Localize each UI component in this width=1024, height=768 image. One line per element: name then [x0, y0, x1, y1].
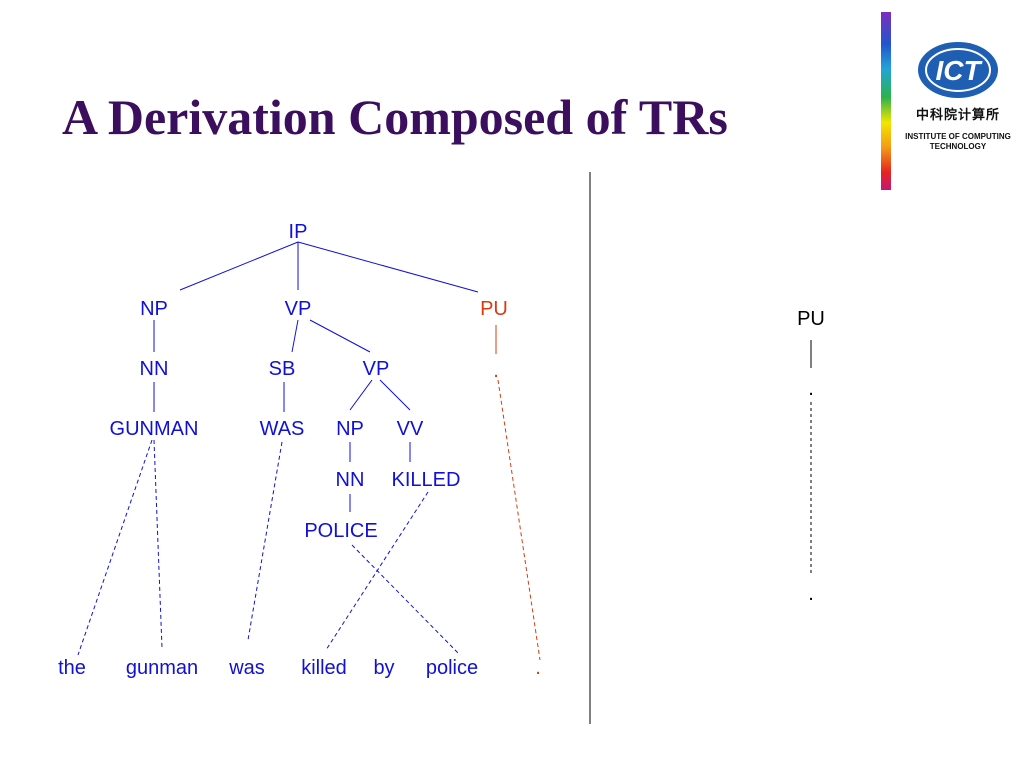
- node-np: NP: [140, 298, 168, 320]
- link-pu-period: [497, 379, 541, 661]
- node-police: POLICE: [304, 520, 377, 542]
- token-was: was: [228, 657, 265, 679]
- node-vp: VP: [285, 298, 312, 320]
- token-the: the: [58, 657, 86, 679]
- alignment-links: [77, 439, 461, 656]
- edge-vp-vv: [379, 379, 411, 411]
- token-period: .: [535, 657, 541, 679]
- pu-rule: PU . .: [797, 308, 825, 605]
- node-ip: IP: [289, 221, 308, 243]
- rainbow-divider-bar: [881, 12, 891, 190]
- logo-english-line1: INSTITUTE OF COMPUTING: [905, 132, 1011, 141]
- rule-leaf-top: .: [808, 378, 814, 400]
- rule-pu: PU: [797, 308, 825, 330]
- edge-ip-pu: [297, 241, 479, 293]
- node-pu: PU: [480, 298, 508, 320]
- link-gunman-gunman: [153, 439, 163, 649]
- token-by: by: [373, 657, 394, 679]
- node-vv: VV: [397, 418, 424, 440]
- node-gunman: GUNMAN: [110, 418, 199, 440]
- tree-edges: [153, 241, 479, 512]
- node-killed: KILLED: [392, 469, 461, 491]
- link-gunman-the: [77, 439, 153, 656]
- edge-vp-vp: [309, 319, 371, 353]
- logo-english-name: INSTITUTE OF COMPUTING TECHNOLOGY: [896, 132, 1020, 152]
- edge-ip-np: [179, 241, 299, 291]
- logo-abbrev: ICT: [935, 55, 983, 86]
- ict-logo: ICT 中科院计算所 INSTITUTE OF COMPUTING TECHNO…: [896, 36, 1020, 156]
- node-np-inner: NP: [336, 418, 364, 440]
- node-nn: NN: [140, 358, 169, 380]
- link-police-police: [351, 544, 461, 656]
- node-nn-inner: NN: [336, 469, 365, 491]
- node-pu-leaf: .: [493, 360, 499, 382]
- node-was: WAS: [260, 418, 305, 440]
- token-gunman: gunman: [126, 657, 198, 679]
- sentence: the gunman was killed by police .: [58, 657, 541, 679]
- logo-chinese-name: 中科院计算所: [915, 108, 1000, 123]
- token-police: police: [426, 657, 478, 679]
- rule-leaf-bottom: .: [808, 583, 814, 605]
- slide-title: A Derivation Composed of TRs: [62, 89, 728, 145]
- token-killed: killed: [301, 657, 347, 679]
- logo-english-line2: TECHNOLOGY: [929, 142, 987, 151]
- edge-vp-sb: [291, 319, 299, 353]
- link-was-was: [247, 441, 283, 641]
- edge-vp-np: [349, 379, 373, 411]
- node-vp-inner: VP: [363, 358, 390, 380]
- ict-logo-emblem: ICT: [918, 42, 998, 98]
- node-sb: SB: [269, 358, 296, 380]
